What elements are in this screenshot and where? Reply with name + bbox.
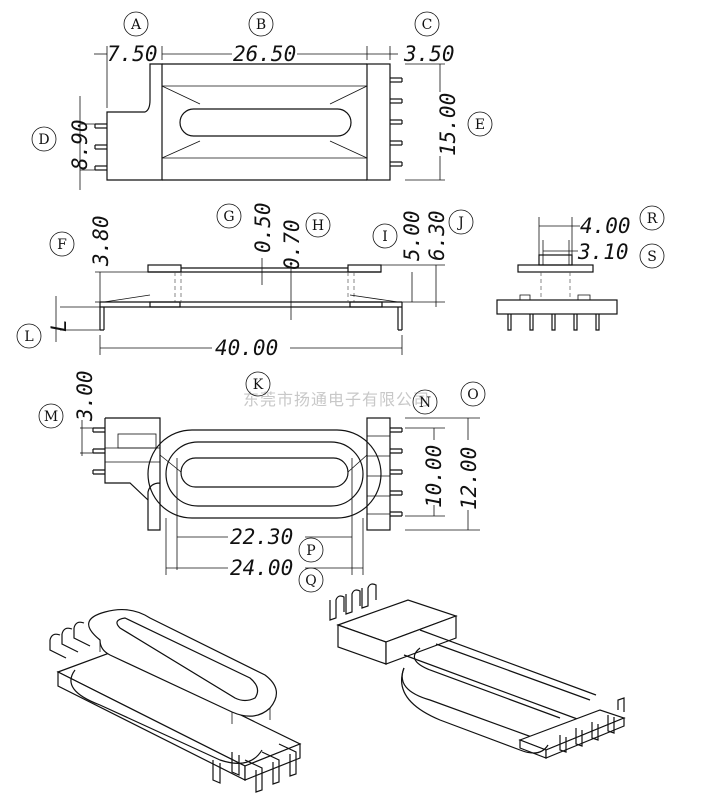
company-watermark: 东莞市扬通电子有限公司 — [243, 390, 430, 409]
bubble-j: J — [448, 209, 474, 235]
svg-text:Q: Q — [305, 573, 316, 589]
dim-flange-thickness: 0.50 — [251, 202, 275, 253]
dim-plate-thickness: 0.70 — [280, 219, 304, 270]
side-view: 4.00 3.10 — [496, 214, 631, 331]
svg-text:M: M — [44, 409, 58, 425]
callout-bubbles: A B C D E F G H I J K L M N O P Q R S — [16, 11, 665, 593]
bubble-q: Q — [298, 567, 324, 593]
dim-outer-length: 24.00 — [230, 556, 293, 580]
bubble-f: F — [49, 231, 75, 257]
bubble-o: O — [460, 381, 486, 407]
bubble-l: L — [16, 323, 42, 349]
bubble-s: S — [639, 243, 665, 269]
svg-text:F: F — [57, 237, 67, 253]
dim-top-right-width: 3.50 — [403, 42, 455, 66]
bubble-m: M — [38, 403, 64, 429]
bubble-r: R — [639, 205, 665, 231]
svg-text:N: N — [419, 395, 431, 411]
isometric-view-right — [329, 583, 626, 759]
dim-height-b: 6.30 — [425, 210, 449, 261]
dim-side-width-b: 3.10 — [577, 240, 629, 264]
dim-top-left-width: 7.50 — [107, 42, 158, 66]
bottom-view: 3.00 10.00 12.00 22.30 24.00 东莞市扬通电子有限公司 — [73, 370, 481, 580]
svg-text:J: J — [456, 215, 464, 231]
bubble-n: N — [412, 389, 438, 415]
front-view: 3.80 0.50 0.70 5.00 6.30 L 40.00 — [47, 202, 449, 360]
svg-text:O: O — [467, 387, 478, 403]
dim-pin-span-right: 15.00 — [436, 93, 460, 156]
bubble-c: C — [414, 11, 440, 37]
bubble-p: P — [298, 537, 324, 563]
svg-text:A: A — [130, 17, 142, 33]
bubble-b: B — [248, 11, 274, 37]
svg-text:D: D — [38, 132, 49, 148]
svg-text:L: L — [24, 329, 33, 345]
svg-text:E: E — [475, 117, 485, 133]
dim-side-width-a: 4.00 — [580, 214, 631, 238]
top-view: 7.50 26.50 3.50 8.90 15.00 — [68, 42, 460, 190]
svg-text:P: P — [306, 543, 315, 559]
dim-pin-span-left: 8.90 — [68, 119, 92, 170]
svg-text:I: I — [382, 229, 388, 245]
bubble-i: I — [372, 223, 398, 249]
svg-text:K: K — [253, 377, 264, 393]
dim-lead-label: L — [47, 319, 71, 332]
svg-text:H: H — [312, 218, 324, 234]
dim-height-a: 5.00 — [400, 210, 424, 261]
bubble-a: A — [123, 11, 149, 37]
dim-pin-pitch-bottom: 3.00 — [73, 370, 97, 422]
dim-front-height: 3.80 — [89, 215, 113, 267]
bubble-d: D — [31, 126, 57, 152]
bubble-k: K — [245, 371, 271, 397]
isometric-view-left — [49, 608, 302, 793]
dim-total-length: 40.00 — [215, 336, 278, 360]
svg-text:C: C — [422, 17, 433, 33]
bubble-h: H — [305, 212, 331, 238]
svg-text:B: B — [256, 17, 266, 33]
svg-text:R: R — [647, 211, 658, 227]
svg-text:S: S — [647, 249, 657, 265]
dim-outer-width: 12.00 — [457, 447, 481, 510]
dim-inner-width: 10.00 — [422, 445, 446, 508]
svg-text:G: G — [223, 209, 234, 225]
bubble-e: E — [467, 111, 493, 137]
dim-top-middle-length: 26.50 — [233, 42, 296, 66]
bubble-g: G — [216, 203, 242, 229]
dim-inner-length: 22.30 — [230, 525, 293, 549]
